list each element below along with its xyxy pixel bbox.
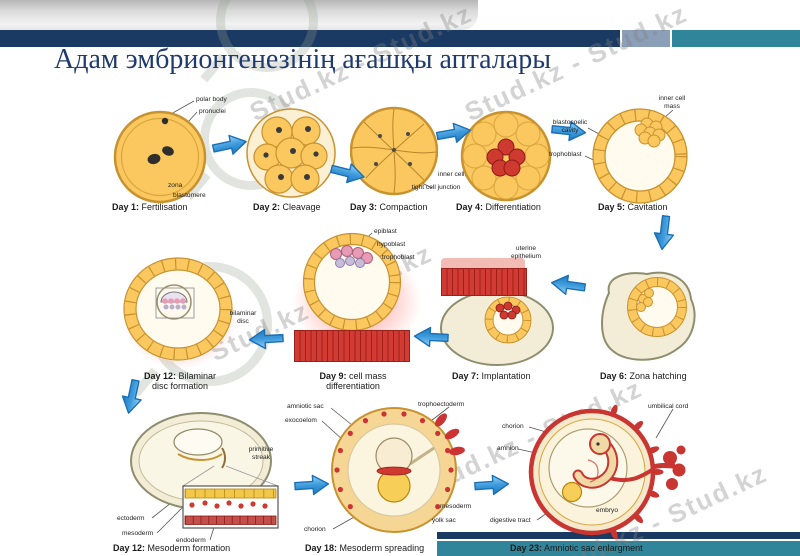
day2-illustration [246, 108, 336, 198]
caption-day18-day: Day 18: [305, 543, 338, 553]
caption-day4: Day 4: Differentiation [456, 202, 541, 212]
caption-day7-day: Day 7: [452, 371, 480, 381]
flow-arrow [651, 214, 677, 252]
caption-day1-day: Day 1: [112, 202, 140, 212]
watermark-magnifier-icon [216, 0, 318, 72]
caption-day12a-name: Bilaminar disc formation [151, 371, 217, 392]
caption-day9: Day 9: cell mass differentiation [308, 371, 398, 392]
label-inner-cell: inner cell [438, 171, 465, 178]
label-hypoblast: hypoblast [377, 241, 406, 248]
flow-arrow [247, 327, 284, 351]
caption-day2-day: Day 2: [253, 202, 281, 212]
caption-day9-name: cell mass differentiation [326, 371, 387, 392]
label-trophoectoderm: trophoectoderm [418, 401, 465, 408]
flow-arrow [210, 130, 250, 159]
flow-arrow [550, 118, 588, 144]
footer-navy-bar [437, 532, 800, 539]
day5-illustration [592, 108, 688, 204]
caption-day12a-day: Day 12: [143, 371, 176, 381]
caption-day3-day: Day 3: [350, 202, 378, 212]
caption-day3: Day 3: Compaction [350, 202, 428, 212]
caption-day5-name: Cavitation [627, 202, 668, 212]
caption-day18-name: Mesoderm spreading [339, 543, 425, 553]
label-mesoderm-day18: mesoderm [440, 503, 472, 510]
day9-illustration [302, 232, 402, 332]
caption-day4-day: Day 4: [456, 202, 484, 212]
label-blastocoelic-cavity: blastocoelic cavity [552, 119, 588, 134]
label-uterine-epithelium: uterine epithelium [510, 245, 542, 260]
label-blastomere: blastomere [173, 192, 206, 199]
label-chorion-day23: chorion [502, 423, 524, 430]
caption-day1: Day 1: Fertilisation [112, 202, 188, 212]
label-mesoderm-day12: mesoderm [122, 530, 154, 537]
flow-arrow [293, 473, 330, 497]
day7-illustration [440, 290, 554, 366]
caption-day23-name: Amniotic sac enlargment [544, 543, 643, 553]
label-pronuclei: pronuclei [199, 108, 226, 115]
label-primitive-streak: primitive streak [248, 446, 274, 461]
label-umbilical-cord: umbilical cord [648, 403, 689, 410]
day3-illustration [350, 106, 438, 196]
flow-arrow [434, 119, 473, 147]
band-teal [672, 30, 800, 47]
caption-day7-name: Implantation [481, 371, 531, 381]
caption-day9-day: Day 9: [319, 371, 347, 381]
label-inner-cell-mass: inner cell mass [658, 95, 686, 110]
caption-day2-name: Cleavage [282, 202, 321, 212]
caption-day12b-day: Day 12: [113, 543, 146, 553]
label-endoderm: endoderm [176, 537, 206, 544]
label-embryo: embryo [596, 507, 618, 514]
caption-day18: Day 18: Mesoderm spreading [305, 543, 424, 553]
caption-day4-name: Differentiation [485, 202, 541, 212]
day23-illustration [528, 404, 686, 540]
label-trophoblast-day5: trophoblast [549, 151, 582, 158]
label-amnion: amnion [497, 445, 519, 452]
caption-day1-name: Fertilisation [141, 202, 188, 212]
caption-day23: Day 23: Amniotic sac enlargment [510, 543, 643, 553]
caption-day6: Day 6: Zona hatching [600, 371, 687, 381]
flow-arrow [412, 325, 449, 349]
label-tight-cell-junction: tight cell junction [411, 184, 461, 191]
day1-illustration [113, 110, 207, 204]
day7-uterine-lining [441, 258, 525, 270]
label-bilaminar-disc: bilaminar disc [229, 310, 257, 325]
day4-illustration [460, 110, 552, 202]
day12-mesoderm-illustration [130, 412, 279, 529]
caption-day12-mesoderm: Day 12: Mesoderm formation [113, 543, 230, 553]
label-exocoelom: exocoelom [285, 417, 317, 424]
caption-day12b-name: Mesoderm formation [147, 543, 231, 553]
caption-day23-day: Day 23: [510, 543, 543, 553]
day12-bilaminar-illustration [123, 257, 233, 361]
label-polar-body: polar body [196, 96, 227, 103]
caption-day6-day: Day 6: [600, 371, 628, 381]
footer-teal-bar [437, 541, 800, 556]
caption-day5-day: Day 5: [598, 202, 626, 212]
day18-illustration [331, 407, 465, 533]
label-trophoblast-day9: trophoblast [382, 254, 415, 261]
label-ectoderm: ectoderm [117, 515, 145, 522]
caption-day3-name: Compaction [379, 202, 428, 212]
flow-arrow [549, 272, 588, 299]
day6-illustration [601, 271, 696, 361]
label-yolk-sac: yolk sac [432, 517, 456, 524]
label-epiblast: epiblast [374, 228, 397, 235]
page-title: Адам эмбрионгенезінің ағашқы апталары [54, 44, 552, 75]
label-amniotic-sac: amniotic sac [287, 403, 324, 410]
flow-arrow [328, 158, 368, 188]
label-zona: zona [168, 182, 183, 189]
flow-arrow [117, 377, 146, 417]
caption-day6-name: Zona hatching [629, 371, 687, 381]
caption-day7: Day 7: Implantation [452, 371, 531, 381]
day7-epithelium-cells [441, 268, 527, 296]
caption-day12-bilaminar: Day 12: Bilaminar disc formation [136, 371, 224, 392]
day9-uterine-wall-cells [294, 330, 410, 362]
flow-arrow [473, 473, 510, 497]
label-digestive-tract: digestive tract [490, 517, 531, 524]
band-slate [622, 30, 670, 47]
caption-day2: Day 2: Cleavage [253, 202, 321, 212]
label-chorion-day18: chorion [304, 526, 326, 533]
caption-day5: Day 5: Cavitation [598, 202, 668, 212]
